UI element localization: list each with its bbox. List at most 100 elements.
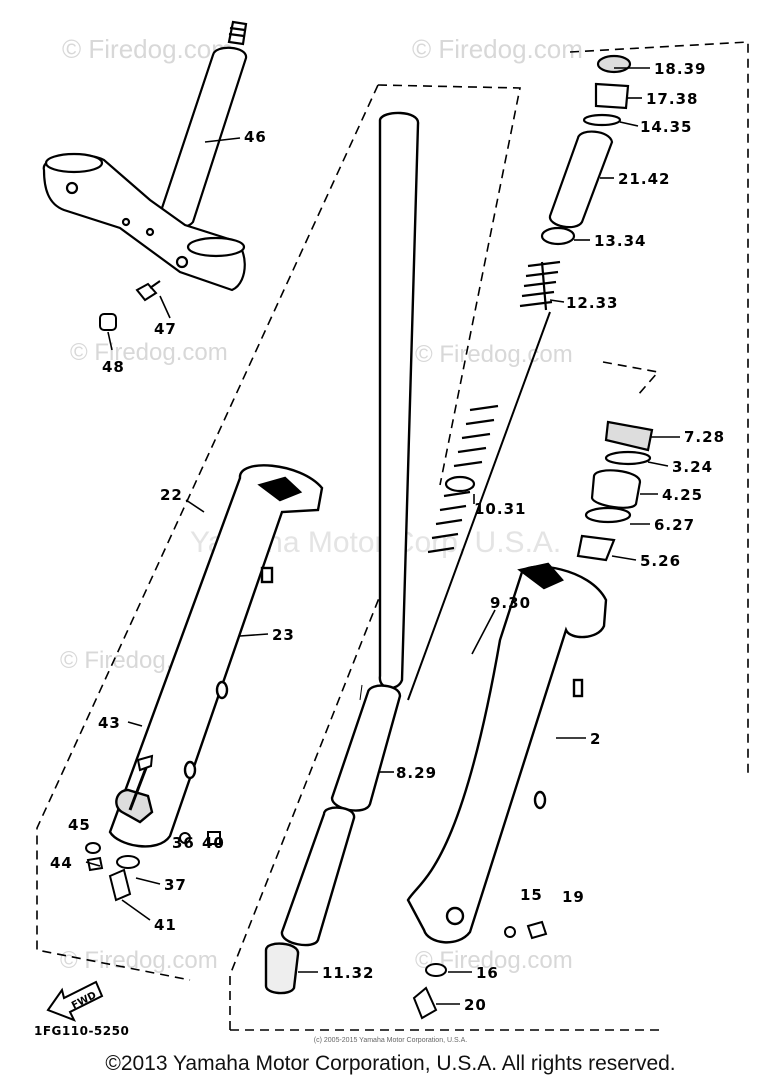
fork-inner-boundary <box>377 84 521 486</box>
washer-15 <box>504 926 516 938</box>
label-40: 40 <box>202 834 225 852</box>
lower-boundary <box>229 554 397 1030</box>
bolt-19 <box>526 920 548 940</box>
leader-37 <box>135 877 161 885</box>
clip-3 <box>604 450 652 466</box>
label-19: 19 <box>562 888 585 906</box>
right-lower-hardware <box>412 920 548 1020</box>
ring-10 <box>444 475 476 493</box>
outer-tube-body <box>108 464 324 848</box>
leader-3 <box>647 461 669 467</box>
leader-48 <box>107 331 113 351</box>
label-11-32: 11.32 <box>322 964 374 982</box>
watermark-text: © Firedog.com <box>62 34 233 64</box>
bolt-hole <box>175 255 189 269</box>
center-assembly <box>264 111 420 995</box>
tube-boss <box>215 680 229 700</box>
bolt-shaft <box>149 280 161 289</box>
bolt-hole <box>65 181 79 195</box>
leader-47 <box>159 295 171 319</box>
watermark-text: © Firedog.com <box>415 341 573 368</box>
spacer-21 <box>548 130 614 229</box>
label-41: 41 <box>154 916 177 934</box>
label-5-26: 5.26 <box>640 552 681 570</box>
label-6-27: 6.27 <box>654 516 695 534</box>
bushing-5 <box>576 534 616 562</box>
diagram-part-code: 1FG110-5250 <box>34 1024 130 1038</box>
outer-tube-body <box>406 565 608 944</box>
copyright-footer: ©2013 Yamaha Motor Corporation, U.S.A. A… <box>105 1052 676 1075</box>
bolt-hole <box>145 227 155 237</box>
cap-48 <box>99 313 117 331</box>
cap-17 <box>594 82 630 110</box>
o-ring-14 <box>582 113 622 127</box>
damper-rod <box>407 311 551 701</box>
part-labels: 46 47 48 22 23 43 45 36 40 44 37 41 18.3… <box>50 60 725 1014</box>
cap-bolt-18 <box>596 54 632 74</box>
bolt-hole <box>121 217 131 227</box>
fwd-arrow: FWD <box>46 980 104 1022</box>
axle-bore <box>445 906 465 926</box>
label-8-29: 8.29 <box>396 764 437 782</box>
seal-stack <box>576 420 654 562</box>
washer-6 <box>584 506 632 524</box>
thread-line <box>229 26 246 32</box>
right-boundary <box>569 41 749 775</box>
label-46: 46 <box>244 128 267 146</box>
dashed-outlines <box>36 41 749 1031</box>
leader-44 <box>85 861 101 867</box>
spring-lower <box>427 490 471 554</box>
watermark-text: © Firedog.com <box>412 34 583 64</box>
thread-line <box>228 32 245 38</box>
tube-tick <box>359 684 363 701</box>
tube-boss <box>533 790 547 810</box>
leader-43 <box>127 721 143 727</box>
label-2: 2 <box>590 730 601 748</box>
label-36: 36 <box>172 834 195 852</box>
label-44: 44 <box>50 854 73 872</box>
label-21-42: 21.42 <box>618 170 670 188</box>
label-17-38: 17.38 <box>646 90 698 108</box>
seat-13 <box>540 226 576 246</box>
label-43: 43 <box>98 714 121 732</box>
label-47: 47 <box>154 320 177 338</box>
inner-tube-8 <box>330 684 402 812</box>
label-45: 45 <box>68 816 91 834</box>
washer-45 <box>85 842 101 854</box>
leader-22 <box>185 499 205 513</box>
top-right-parts <box>444 54 632 493</box>
springs <box>407 260 561 701</box>
washer-36 <box>179 832 191 844</box>
dust-seal-7 <box>604 420 654 452</box>
inner-tube-long <box>378 111 420 689</box>
label-7-28: 7.28 <box>684 428 725 446</box>
label-9-30: 9.30 <box>490 594 531 612</box>
spring-middle <box>453 404 499 468</box>
tube-lug <box>260 566 274 584</box>
washer-37 <box>116 855 140 869</box>
left-lower-hardware <box>85 754 221 902</box>
label-13-34: 13.34 <box>594 232 646 250</box>
leader-lines <box>85 67 680 1005</box>
seal-boundary <box>602 361 660 396</box>
leader-14 <box>619 121 639 127</box>
tube-boss <box>183 760 197 780</box>
oil-seal-4 <box>590 469 642 509</box>
label-37: 37 <box>164 876 187 894</box>
label-12-33: 12.33 <box>566 294 618 312</box>
stem-shaft <box>158 46 248 229</box>
right-outer-tube <box>406 562 608 944</box>
label-20: 20 <box>464 996 487 1014</box>
leader-12 <box>549 299 565 303</box>
leader-5 <box>611 555 637 561</box>
left-outer-tube <box>108 464 324 848</box>
label-22: 22 <box>160 486 183 504</box>
bolt-43-head <box>136 754 154 772</box>
bolt-43-shaft <box>128 767 148 811</box>
label-23: 23 <box>272 626 295 644</box>
bracket-clamp-right <box>186 236 246 258</box>
piston-11-32 <box>264 942 300 995</box>
leader-9 <box>471 609 496 655</box>
bolt-40 <box>207 831 221 845</box>
